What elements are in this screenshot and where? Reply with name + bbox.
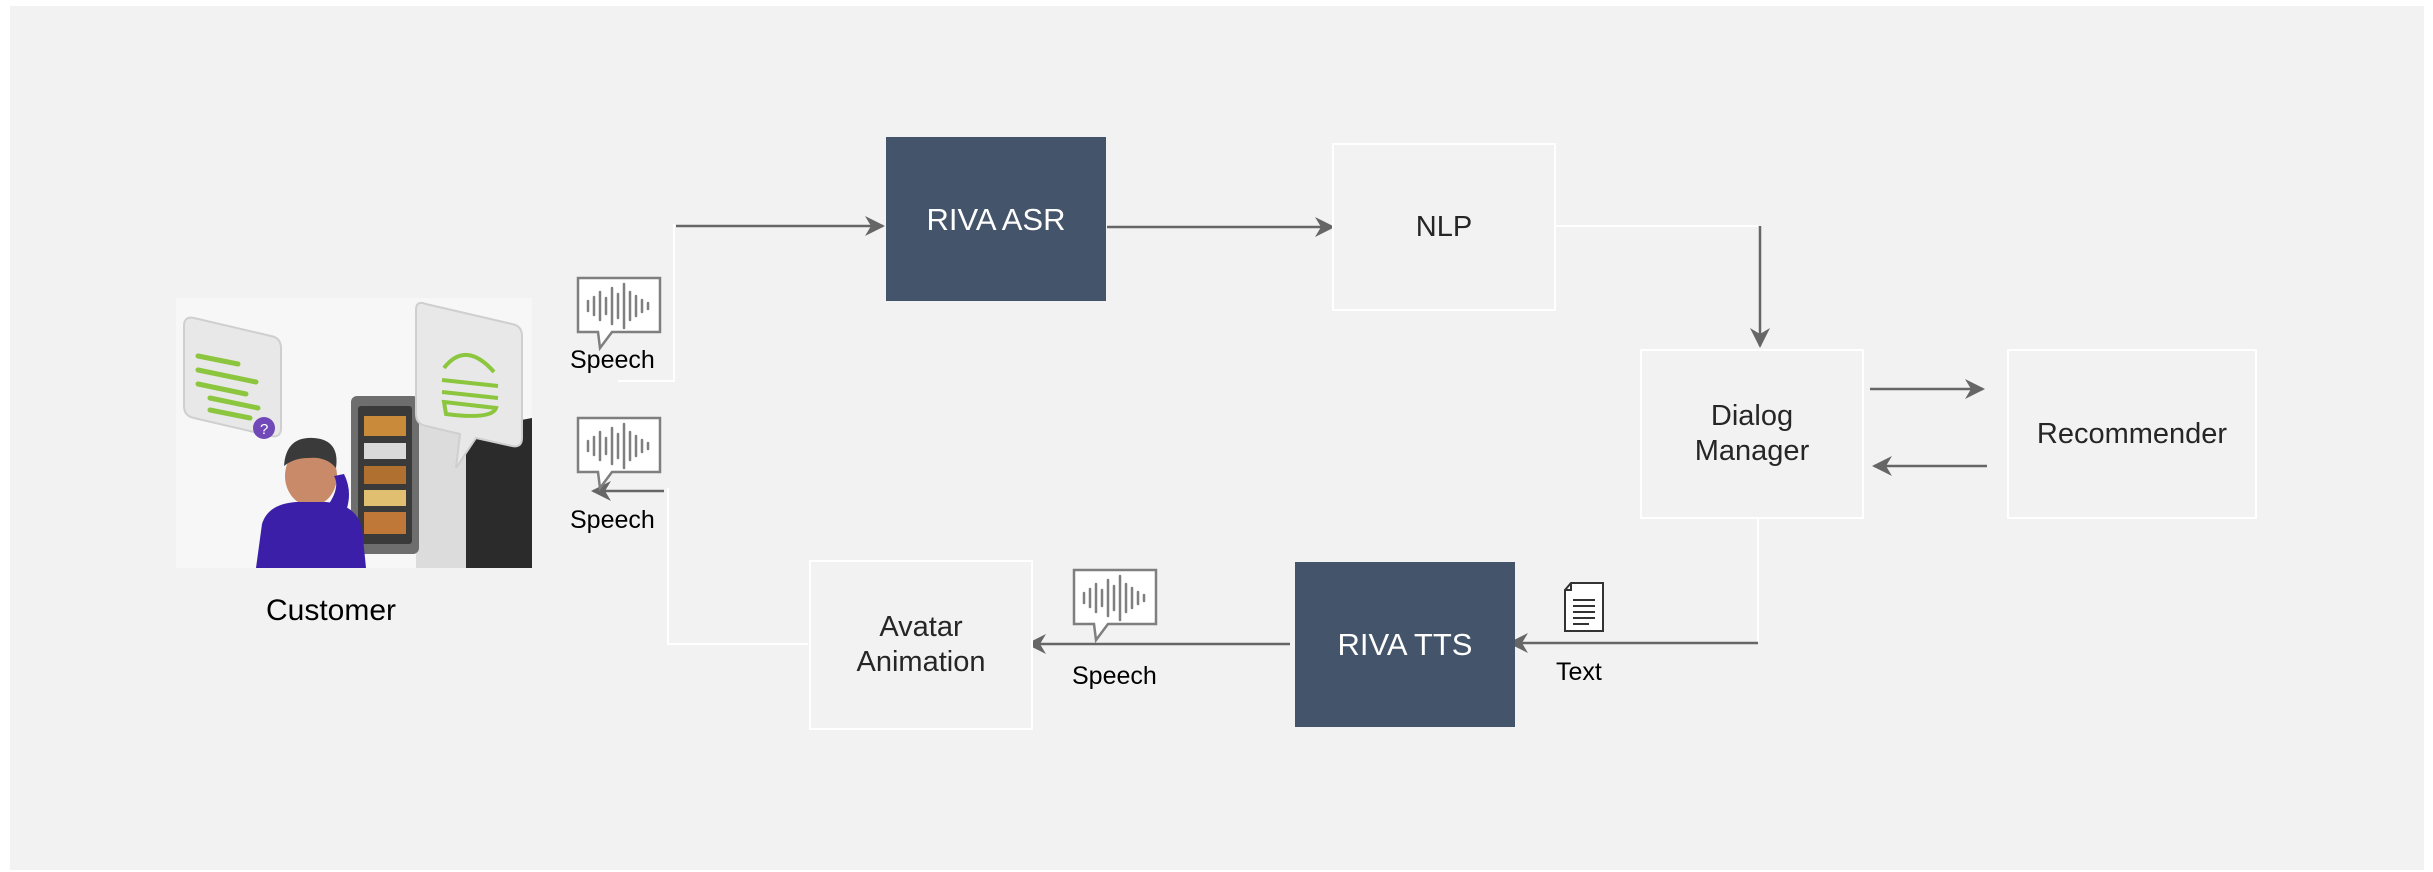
text-label: Text <box>1556 658 1602 686</box>
speech-waveform-icon <box>574 274 664 352</box>
avatar-animation-node: Avatar Animation <box>809 560 1033 730</box>
recommender-node: Recommender <box>2007 349 2257 519</box>
riva-asr-node: RIVA ASR <box>886 137 1106 301</box>
connector-layer <box>591 216 1987 654</box>
diagram-canvas: ? Customer <box>10 6 2424 870</box>
speech-out-label: Speech <box>570 506 655 534</box>
dialog-manager-node: Dialog Manager <box>1640 349 1864 519</box>
nlp-node: NLP <box>1332 143 1556 311</box>
speech-waveform-icon <box>574 414 664 492</box>
document-icon <box>1561 580 1607 634</box>
customer-label: Customer <box>266 594 397 627</box>
svg-text:?: ? <box>260 421 268 438</box>
speech-in-label: Speech <box>570 346 655 374</box>
speech-avatar-label: Speech <box>1072 662 1157 690</box>
speech-in-connector <box>618 224 675 382</box>
customer-kiosk-illustration: ? <box>176 298 532 568</box>
riva-tts-node: RIVA TTS <box>1295 562 1515 727</box>
avatar-to-speech-out-connector <box>667 488 808 645</box>
speech-waveform-icon <box>1070 566 1160 644</box>
